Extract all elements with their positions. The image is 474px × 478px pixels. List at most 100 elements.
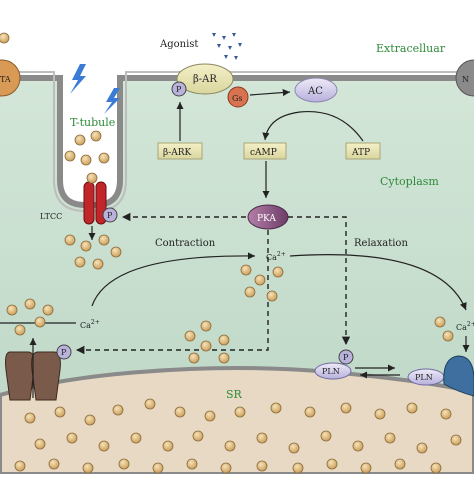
ryanodine-receptor bbox=[5, 351, 61, 401]
calcium-ion bbox=[130, 432, 142, 444]
calcium-ion bbox=[64, 234, 76, 246]
pln-phosphate bbox=[338, 349, 354, 365]
camp-box bbox=[243, 142, 287, 160]
calcium-ion bbox=[218, 334, 230, 346]
calcium-ion bbox=[434, 316, 446, 328]
calcium-ion bbox=[86, 172, 98, 184]
t-tubule-label: T-tubule bbox=[70, 116, 115, 129]
camp-label: cAMP bbox=[250, 148, 277, 158]
sr-label: SR bbox=[226, 388, 243, 401]
contraction-flow-arrow bbox=[91, 252, 256, 307]
right-edge-protein bbox=[455, 59, 474, 97]
gs-protein bbox=[227, 86, 249, 108]
calcium-ion bbox=[240, 264, 252, 276]
right-edge-label: N bbox=[462, 75, 469, 84]
calcium-ion bbox=[80, 240, 92, 252]
calcium-ion bbox=[340, 402, 352, 414]
calcium-ion bbox=[384, 432, 396, 444]
ltcc-label: LTCC bbox=[40, 212, 62, 221]
calcium-ion bbox=[204, 410, 216, 422]
calcium-ion bbox=[112, 404, 124, 416]
calcium-ion bbox=[200, 340, 212, 352]
relaxation-label: Relaxation bbox=[354, 238, 408, 249]
ryr-phosphate bbox=[56, 344, 72, 360]
calcium-ion bbox=[270, 402, 282, 414]
beta-ar-label: β-AR bbox=[193, 74, 217, 85]
ryr-phosphate-label: P bbox=[61, 348, 67, 357]
calcium-ion bbox=[98, 440, 110, 452]
extracellular-space bbox=[0, 0, 474, 78]
ca-left-label: Ca2+ bbox=[80, 319, 100, 330]
calcium-ion bbox=[84, 414, 96, 426]
calcium-ion bbox=[200, 320, 212, 332]
pka-label: PKA bbox=[257, 214, 276, 224]
gs-to-ac-arrow bbox=[249, 88, 291, 97]
calcium-ion bbox=[440, 408, 452, 420]
atp-box bbox=[345, 142, 381, 160]
gs-label: Gs bbox=[232, 94, 243, 103]
calcium-ion bbox=[48, 458, 60, 470]
ltcc-phosphate-label: P bbox=[107, 211, 113, 220]
calcium-ion bbox=[394, 458, 406, 470]
lightning-icon-1 bbox=[70, 64, 86, 94]
calcium-ion bbox=[74, 134, 86, 146]
calcium-ion bbox=[14, 324, 26, 336]
ltcc-channel bbox=[83, 181, 107, 225]
calcium-ion bbox=[272, 266, 284, 278]
calcium-ion bbox=[144, 398, 156, 410]
ca-center-label: Ca2+ bbox=[266, 251, 286, 262]
calcium-ion bbox=[66, 432, 78, 444]
calcium-ion bbox=[256, 460, 268, 472]
beta-ar-phosphate-label: P bbox=[176, 85, 182, 94]
calcium-ion bbox=[192, 430, 204, 442]
pka-to-pln-dashed-arrow bbox=[288, 216, 351, 345]
agonist-molecules bbox=[212, 33, 242, 60]
calcium-ion bbox=[430, 462, 442, 474]
adenylyl-cyclase bbox=[294, 77, 338, 103]
calcium-ion bbox=[188, 352, 200, 364]
calcium-ion bbox=[220, 462, 232, 474]
calcium-ion bbox=[450, 434, 462, 446]
left-edge-label: TA bbox=[0, 75, 11, 84]
lightning-icon-2 bbox=[104, 88, 120, 114]
pka-to-ryr-dashed-arrow bbox=[76, 230, 269, 355]
calcium-ion bbox=[82, 462, 94, 474]
calcium-ion bbox=[288, 442, 300, 454]
calcium-ion bbox=[34, 438, 46, 450]
calcium-ion bbox=[110, 246, 122, 258]
calcium-ion bbox=[98, 234, 110, 246]
serca-pump bbox=[443, 355, 474, 397]
calcium-ion bbox=[266, 290, 278, 302]
contraction-label: Contraction bbox=[155, 238, 216, 249]
calcium-ion bbox=[42, 304, 54, 316]
beta-ar-phosphate bbox=[171, 81, 187, 97]
calcium-ion bbox=[320, 430, 332, 442]
calcium-ions bbox=[0, 32, 462, 474]
atp-to-camp-arrow bbox=[262, 110, 364, 142]
calcium-ion bbox=[162, 440, 174, 452]
relaxation-flow-arrow bbox=[289, 254, 467, 311]
calcium-ion bbox=[0, 32, 10, 44]
calcium-ion bbox=[360, 462, 372, 474]
calcium-ion bbox=[64, 150, 76, 162]
sarcoplasmic-reticulum bbox=[0, 366, 474, 476]
calcium-ion bbox=[80, 154, 92, 166]
beta-ark-box bbox=[157, 142, 203, 160]
calcium-ion bbox=[24, 412, 36, 424]
calcium-ion bbox=[224, 440, 236, 452]
agonist-label: Agonist bbox=[159, 39, 198, 50]
beta-ar-receptor bbox=[176, 63, 234, 95]
calcium-ion bbox=[118, 458, 130, 470]
left-edge-protein bbox=[0, 59, 21, 97]
calcium-ion bbox=[54, 406, 66, 418]
calcium-ion bbox=[292, 462, 304, 474]
calcium-ion bbox=[24, 298, 36, 310]
beta-ark-label: β-ARK bbox=[163, 148, 192, 158]
calcium-ion bbox=[74, 256, 86, 268]
calcium-ion bbox=[304, 406, 316, 418]
calcium-ion bbox=[256, 432, 268, 444]
calcium-ion bbox=[416, 442, 428, 454]
calcium-ion bbox=[6, 304, 18, 316]
calcium-ion bbox=[374, 408, 386, 420]
